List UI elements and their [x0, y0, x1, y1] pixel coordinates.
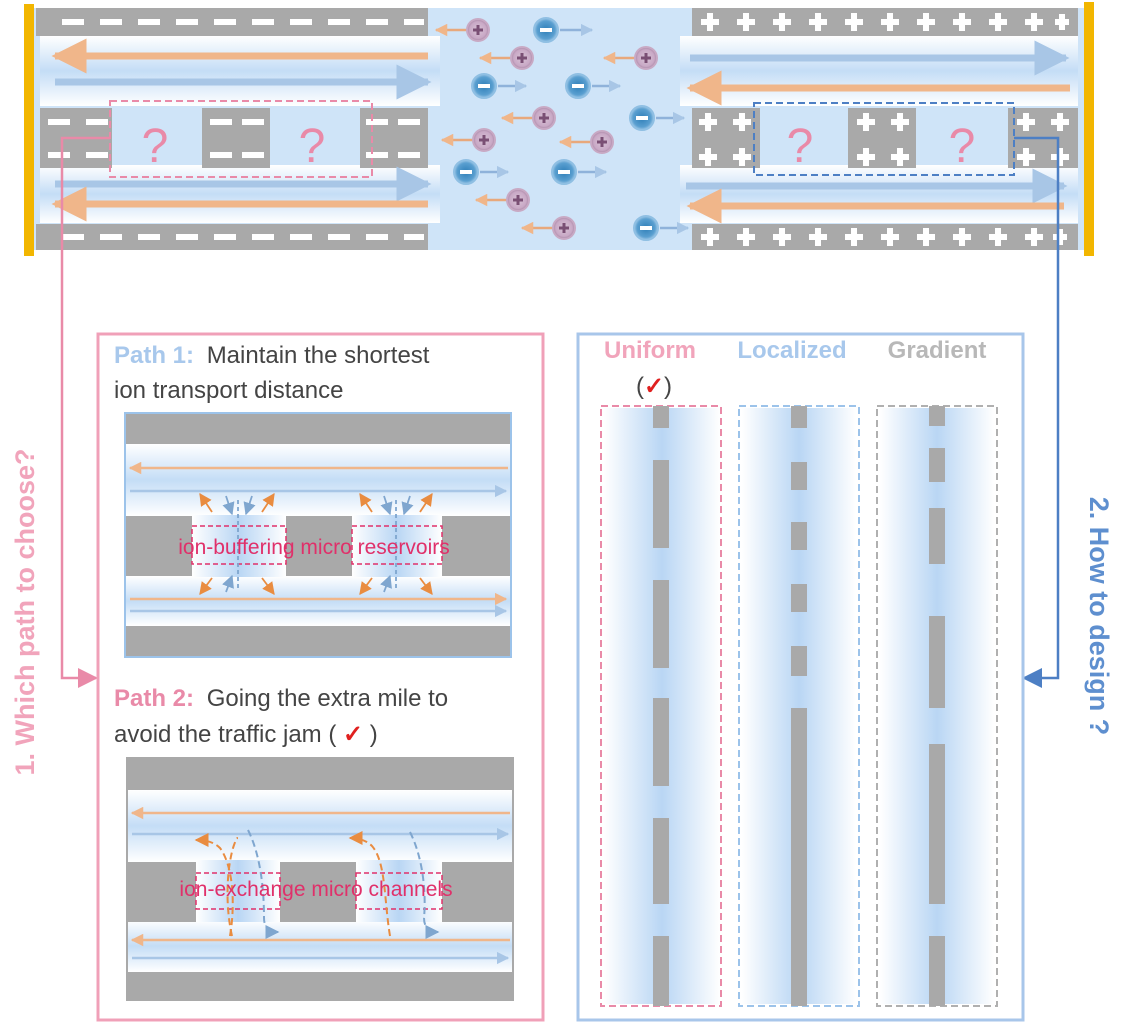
inset2-block-3 — [442, 862, 512, 922]
anion-icon — [533, 17, 559, 43]
inset1-top-plate — [126, 414, 510, 444]
question-mark-4: ? — [949, 120, 976, 173]
path2-line2: avoid the traffic jam ( ✓ ) — [114, 721, 378, 748]
inset2-label: ion-exchange micro channels — [179, 878, 452, 901]
question-marks: ? ? ? ? — [142, 120, 976, 173]
path2-prefix: Path 2: — [114, 685, 194, 712]
anion-icon — [565, 73, 591, 99]
inset2-top-plate — [128, 759, 512, 790]
path1-prefix: Path 1: — [114, 342, 194, 369]
path1-line1: Maintain the shortest — [207, 342, 430, 369]
cation-icon — [510, 46, 534, 70]
left-current-collector — [24, 4, 34, 256]
cations — [466, 18, 658, 240]
cation-icon — [506, 188, 530, 212]
path2-heading: Path 2: Going the extra mile to — [114, 685, 448, 712]
gradient-pattern — [929, 406, 945, 1006]
anion-icon — [471, 73, 497, 99]
cation-icon — [472, 128, 496, 152]
right-current-collector — [1084, 2, 1094, 256]
cation-icon — [466, 18, 490, 42]
anion-icon — [629, 105, 655, 131]
anion-icon — [453, 159, 479, 185]
inset2-bottom-plate — [128, 972, 512, 999]
cation-icon — [552, 216, 576, 240]
ion-arrows — [434, 23, 690, 235]
inset1-block-2 — [286, 516, 352, 576]
right-side-label: 2. How to design ? — [1084, 497, 1114, 736]
right-lower-channel — [680, 165, 1078, 223]
inset1-bottom-plate — [126, 626, 510, 656]
path1-heading: Path 1: Maintain the shortest — [114, 342, 430, 369]
path1-inset: ion-buffering micro reservoirs — [124, 412, 512, 658]
anion-icon — [633, 215, 659, 241]
question-mark-1: ? — [142, 120, 169, 173]
path1-line2: ion transport distance — [114, 377, 343, 404]
left-connector-line — [60, 136, 110, 688]
right-panel: Uniform Localized Gradient (✓) — [576, 332, 1025, 1022]
left-side-label: 1. Which path to choose? — [10, 448, 40, 775]
inset2-block-2 — [280, 862, 356, 922]
inset1-block-1 — [126, 516, 192, 576]
top-schematic: ? ? ? ? — [24, 2, 1094, 256]
cation-icon — [532, 106, 556, 130]
cation-icon — [634, 46, 658, 70]
minus-signs — [48, 19, 424, 240]
uniform-pattern — [653, 406, 669, 1006]
path2-line2-start: avoid the traffic jam ( — [114, 721, 336, 748]
right-upper-channel — [680, 36, 1078, 106]
plus-signs — [699, 13, 1069, 246]
left-panel: Path 1: Maintain the shortest ion transp… — [96, 332, 545, 1022]
column-label-uniform: Uniform — [604, 337, 696, 364]
right-selection-box — [753, 102, 1015, 176]
inset1-block-3 — [442, 516, 510, 576]
path2-line1: Going the extra mile to — [207, 685, 448, 712]
left-lower-channel — [40, 165, 440, 223]
inset2-block-1 — [128, 862, 196, 922]
uniform-check-mark: (✓) — [636, 373, 672, 400]
anions — [453, 17, 659, 241]
question-mark-2: ? — [299, 120, 326, 173]
channel-flow-arrows — [51, 38, 1070, 224]
left-block-2 — [202, 108, 270, 168]
question-mark-3: ? — [787, 120, 814, 173]
path2-line2-end: ) — [370, 721, 378, 748]
inset1-label: ion-buffering micro reservoirs — [178, 536, 450, 559]
right-connector-line — [1014, 136, 1060, 688]
left-block-3 — [360, 108, 428, 168]
check-icon: ✓ — [343, 721, 363, 748]
cation-icon — [590, 130, 614, 154]
anion-icon — [551, 159, 577, 185]
column-label-localized: Localized — [737, 337, 846, 364]
check-icon: ✓ — [644, 373, 664, 400]
path2-inset: ion-exchange micro channels — [126, 757, 514, 1001]
left-upper-channel — [40, 36, 440, 106]
column-label-gradient: Gradient — [888, 337, 987, 364]
localized-pattern — [791, 406, 807, 1006]
